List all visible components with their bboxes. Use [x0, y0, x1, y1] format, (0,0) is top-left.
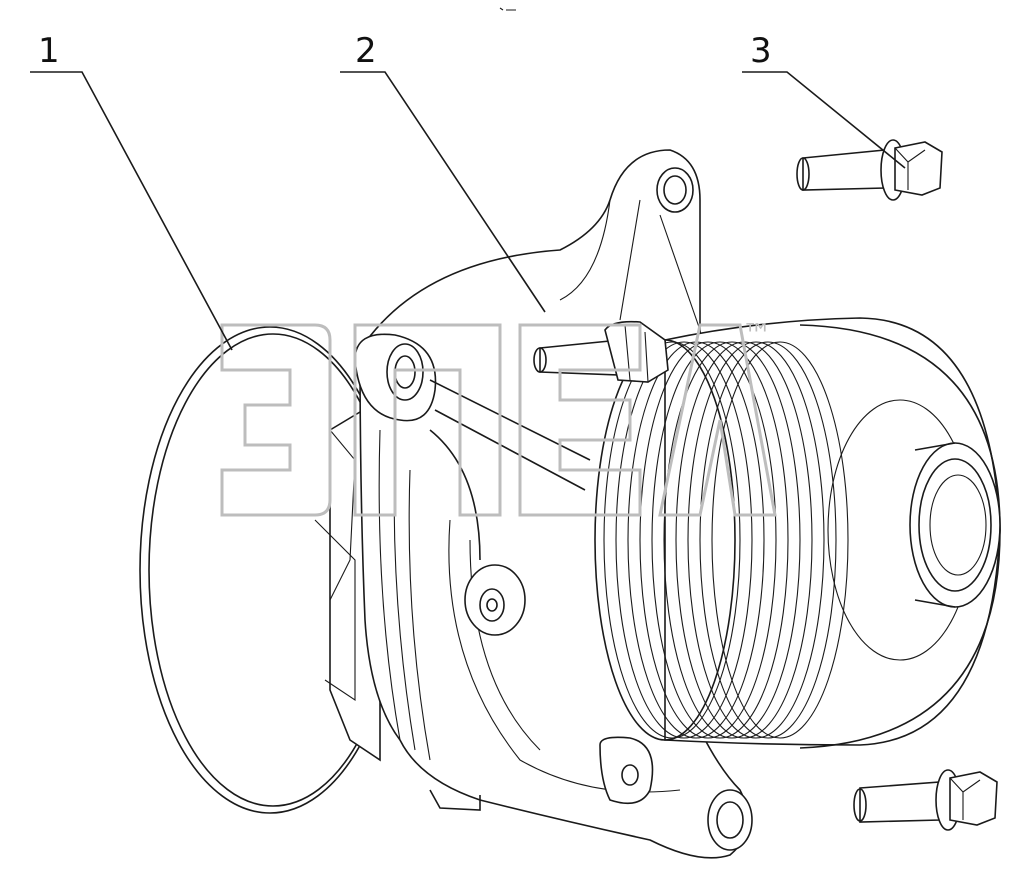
- callout-1: 1: [38, 31, 60, 71]
- watermark: ™: [220, 318, 777, 517]
- pulley: [594, 317, 1001, 749]
- flange-bolt-lower: [853, 769, 998, 831]
- mounting-bolt-installed: [533, 320, 669, 383]
- callout-2: 2: [355, 31, 377, 71]
- pump-housing: [314, 149, 753, 859]
- flange-bolt: [796, 139, 943, 201]
- trademark-mark: ™: [742, 318, 772, 353]
- top-mark: [499, 7, 516, 11]
- callout-labels: 1 2 3: [38, 31, 772, 71]
- leader-lines: [30, 71, 906, 351]
- callout-3: 3: [750, 31, 772, 71]
